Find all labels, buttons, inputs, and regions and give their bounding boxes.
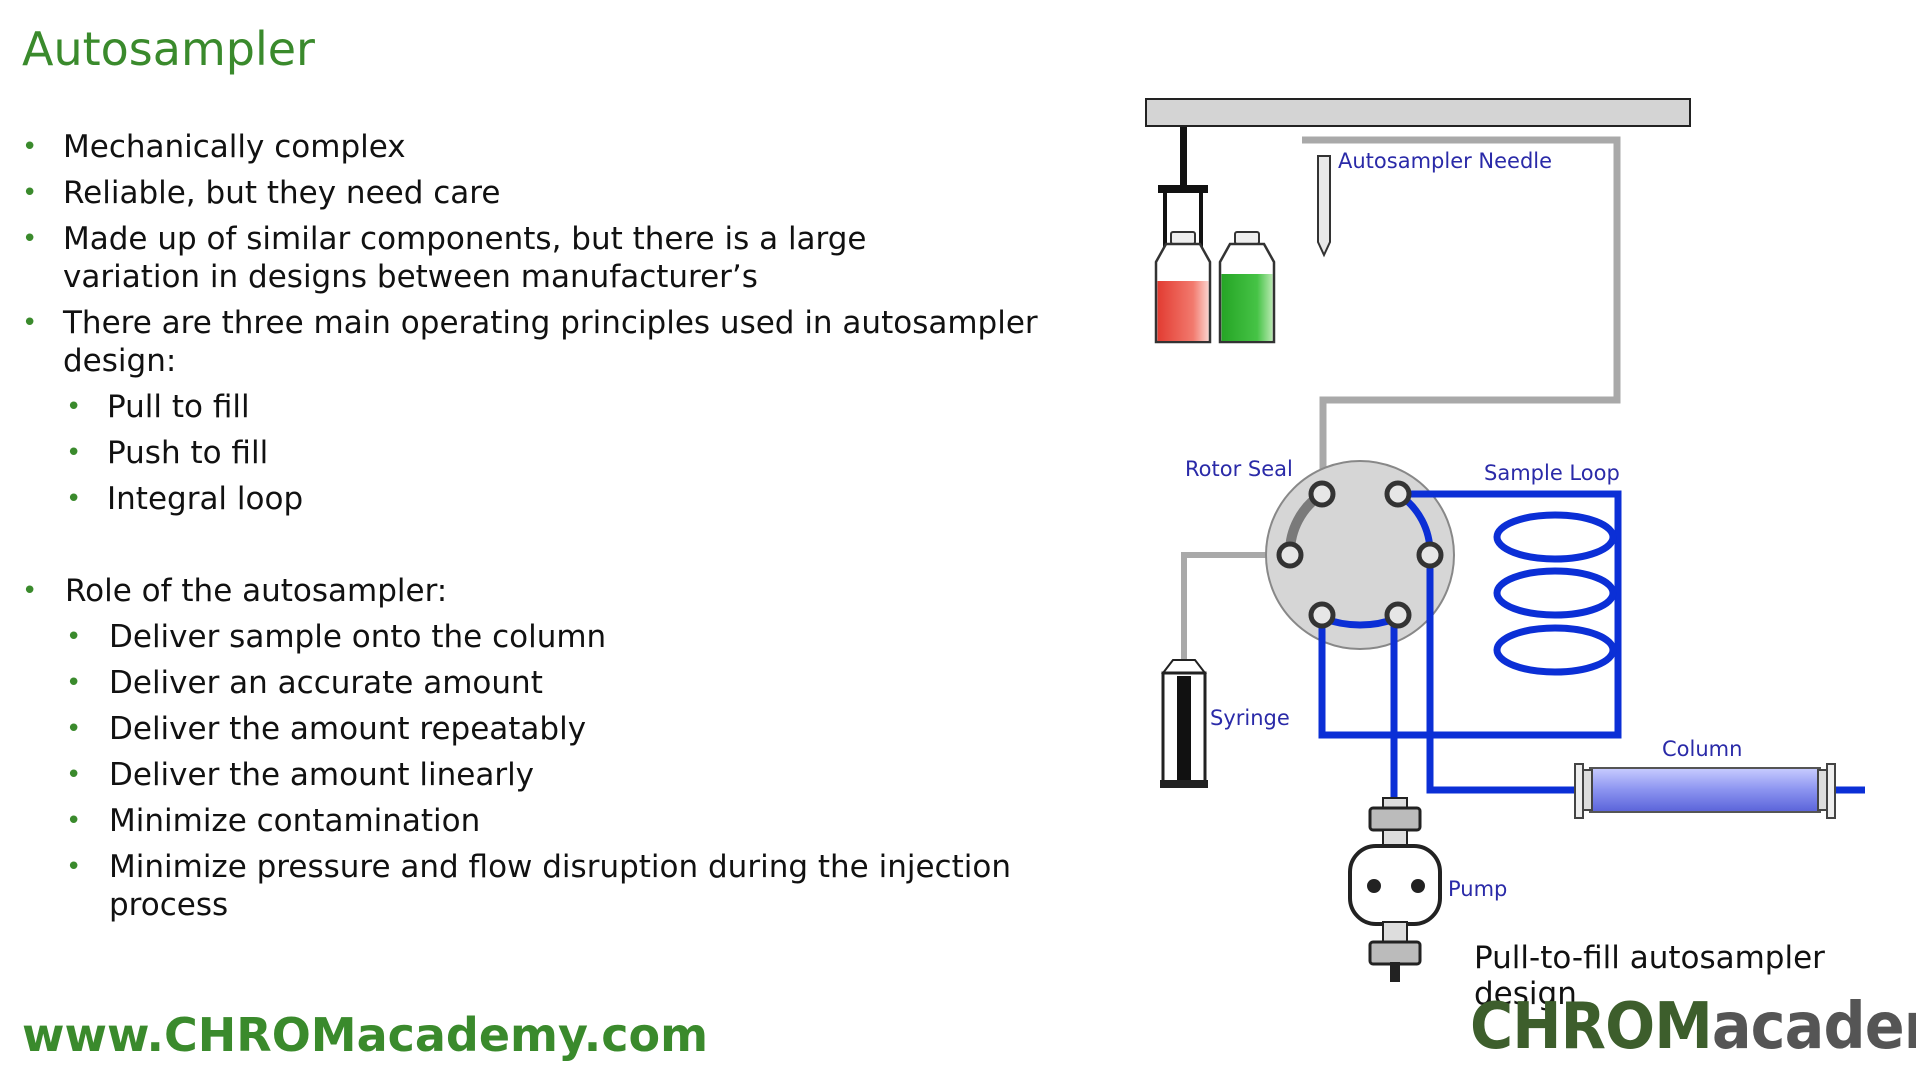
bullet-dot: •: [22, 132, 38, 162]
bullet-dot: •: [22, 308, 38, 338]
sub-bullet-item: • Deliver the amount linearly: [22, 756, 1102, 794]
bullet-dot: •: [66, 806, 82, 836]
bullet-dot: •: [66, 852, 82, 882]
bullet-dot: •: [66, 622, 82, 652]
bullet-text: Mechanically complex: [63, 129, 406, 165]
chromacademy-logo: CHROMacademy: [1470, 990, 1916, 1064]
autosampler-rail: [1145, 98, 1691, 127]
sub-bullet-item: • Pull to fill: [22, 388, 1102, 426]
bullet-text: There are three main operating principle…: [63, 305, 1038, 379]
pump-label: Pump: [1448, 877, 1507, 901]
needle-tubing: [1302, 136, 1621, 488]
bullet-text: Deliver sample onto the column: [109, 619, 607, 655]
diagram-caption: Pull-to-fill autosampler design: [1474, 940, 1825, 1012]
syringe-tubing: [1181, 552, 1286, 665]
green-sample-vial: [1218, 231, 1276, 344]
bullet-text: Minimize pressure and flow disruption du…: [109, 849, 1011, 923]
bullet-text: Reliable, but they need care: [63, 175, 501, 211]
bullet-dot: •: [66, 714, 82, 744]
bullet-list: • Mechanically complex • Reliable, but the…: [22, 128, 1102, 932]
bullet-dot: •: [66, 668, 82, 698]
bullet-text: Pull to fill: [107, 389, 250, 425]
bullet-item: • Made up of similar components, but ther…: [22, 220, 1013, 296]
pump: [1348, 797, 1442, 982]
bullet-item: • Reliable, but they need care: [22, 174, 1102, 212]
rotor-ports: [1276, 480, 1444, 629]
sub-bullet-item: • Deliver sample onto the column: [22, 618, 1102, 656]
column: [1574, 763, 1836, 819]
syringe: [1160, 659, 1208, 788]
sub-bullet-item: • Deliver the amount repeatably: [22, 710, 1102, 748]
website-url[interactable]: www.CHROMacademy.com: [22, 1008, 709, 1062]
sub-bullet-item: • Integral loop: [22, 480, 1102, 518]
bullet-text: Deliver the amount linearly: [109, 757, 535, 793]
bullet-text: Made up of similar components, but there…: [63, 221, 867, 295]
bullet-text: Deliver the amount repeatably: [109, 711, 587, 747]
bullet-text: Deliver an accurate amount: [109, 665, 543, 701]
sample-loop-coil: [1493, 511, 1617, 676]
sub-bullet-item: • Minimize pressure and flow disruption d…: [22, 848, 1102, 924]
bullet-text: Integral loop: [107, 481, 304, 517]
sub-bullet-item: • Minimize contamination: [22, 802, 1102, 840]
bullet-dot: •: [22, 224, 38, 254]
rotor-seal: [1265, 460, 1455, 650]
bullet-dot: •: [22, 178, 38, 208]
syringe-label: Syringe: [1210, 706, 1290, 730]
rotor-seal-label: Rotor Seal: [1185, 457, 1293, 481]
bullet-dot: •: [66, 438, 82, 468]
needle-label: Autosampler Needle: [1338, 149, 1552, 173]
slide-title: Autosampler: [22, 22, 315, 76]
logo-part-academy: academy: [1711, 990, 1916, 1064]
bullet-text: Push to fill: [107, 435, 269, 471]
logo-part-chrom: CHROM: [1470, 990, 1713, 1064]
red-sample-vial: [1154, 231, 1212, 344]
vial-arm: [1158, 127, 1208, 248]
bullet-dot: •: [66, 484, 82, 514]
bullet-dot: •: [66, 760, 82, 790]
sub-bullet-item: • Push to fill: [22, 434, 1102, 472]
bullet-dot: •: [66, 392, 82, 422]
sample-loop-label: Sample Loop: [1484, 461, 1620, 485]
bullet-text: Minimize contamination: [109, 803, 481, 839]
bullet-item: • There are three main operating principl…: [22, 304, 1102, 380]
sub-bullet-item: • Deliver an accurate amount: [22, 664, 1102, 702]
bullet-item: • Mechanically complex: [22, 128, 1102, 166]
bullet-dot: •: [22, 576, 38, 606]
bullet-text: Role of the autosampler:: [65, 573, 448, 609]
column-label: Column: [1662, 737, 1742, 761]
bullet-item: • Role of the autosampler:: [22, 572, 1102, 610]
autosampler-needle: [1317, 155, 1331, 258]
